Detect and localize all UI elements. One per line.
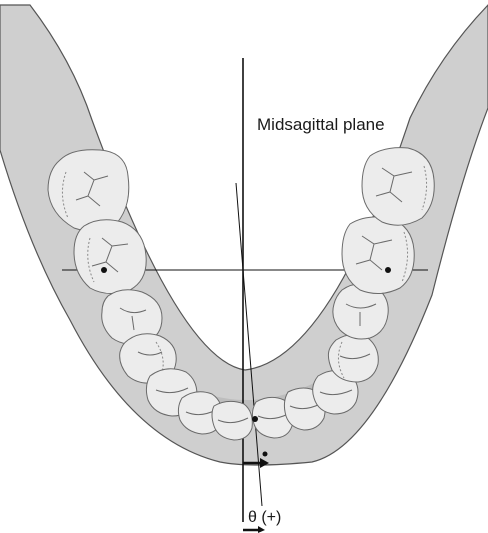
chin-point (263, 452, 268, 457)
right-molar-point (385, 267, 391, 273)
incisor-point (252, 416, 258, 422)
tooth-left-molar-1 (74, 220, 146, 294)
tooth-right-molar-1 (342, 217, 414, 294)
angle-arrow (243, 526, 265, 533)
left-molar-point (101, 267, 107, 273)
angle-theta-label: θ (+) (248, 509, 281, 526)
tooth-right-molar-2 (362, 148, 434, 226)
midsagittal-plane-label: Midsagittal plane (257, 115, 385, 134)
mandible-outline (0, 5, 488, 465)
tooth-right-premolar-1 (328, 334, 378, 382)
